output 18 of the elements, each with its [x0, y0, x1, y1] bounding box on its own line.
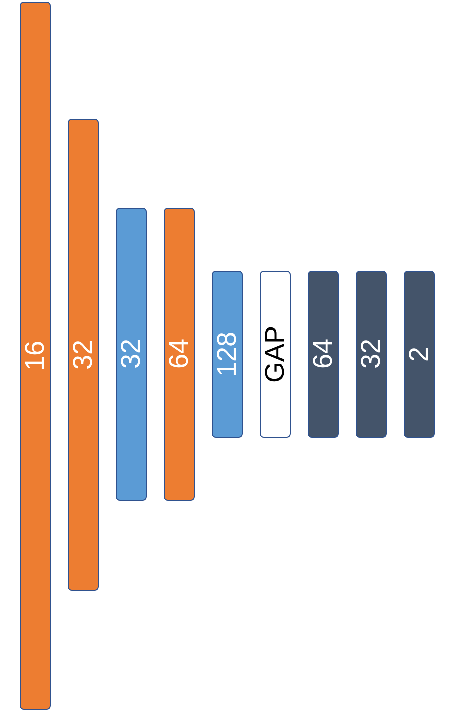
layer-size-label: GAP: [262, 326, 289, 384]
layer-size-label: 64: [310, 339, 337, 370]
layer-size-label: 32: [70, 340, 97, 370]
layer-bar: [164, 208, 195, 501]
layer-bar: [116, 208, 147, 501]
layer-size-label: 128: [214, 332, 241, 378]
layer-bar: [404, 271, 435, 438]
layer-bar: [308, 271, 339, 438]
layer-bar: [356, 271, 387, 438]
layer-bar: [212, 271, 243, 438]
layer-bar: [260, 271, 291, 438]
layer-bar: [68, 119, 99, 591]
layer-size-label: 32: [118, 339, 145, 370]
layer-size-label: 64: [166, 339, 193, 370]
layer-size-label: 32: [358, 339, 385, 370]
layer-size-label: 2: [406, 346, 433, 362]
layer-size-label: 16: [22, 340, 49, 372]
layer-bar: [20, 2, 51, 710]
